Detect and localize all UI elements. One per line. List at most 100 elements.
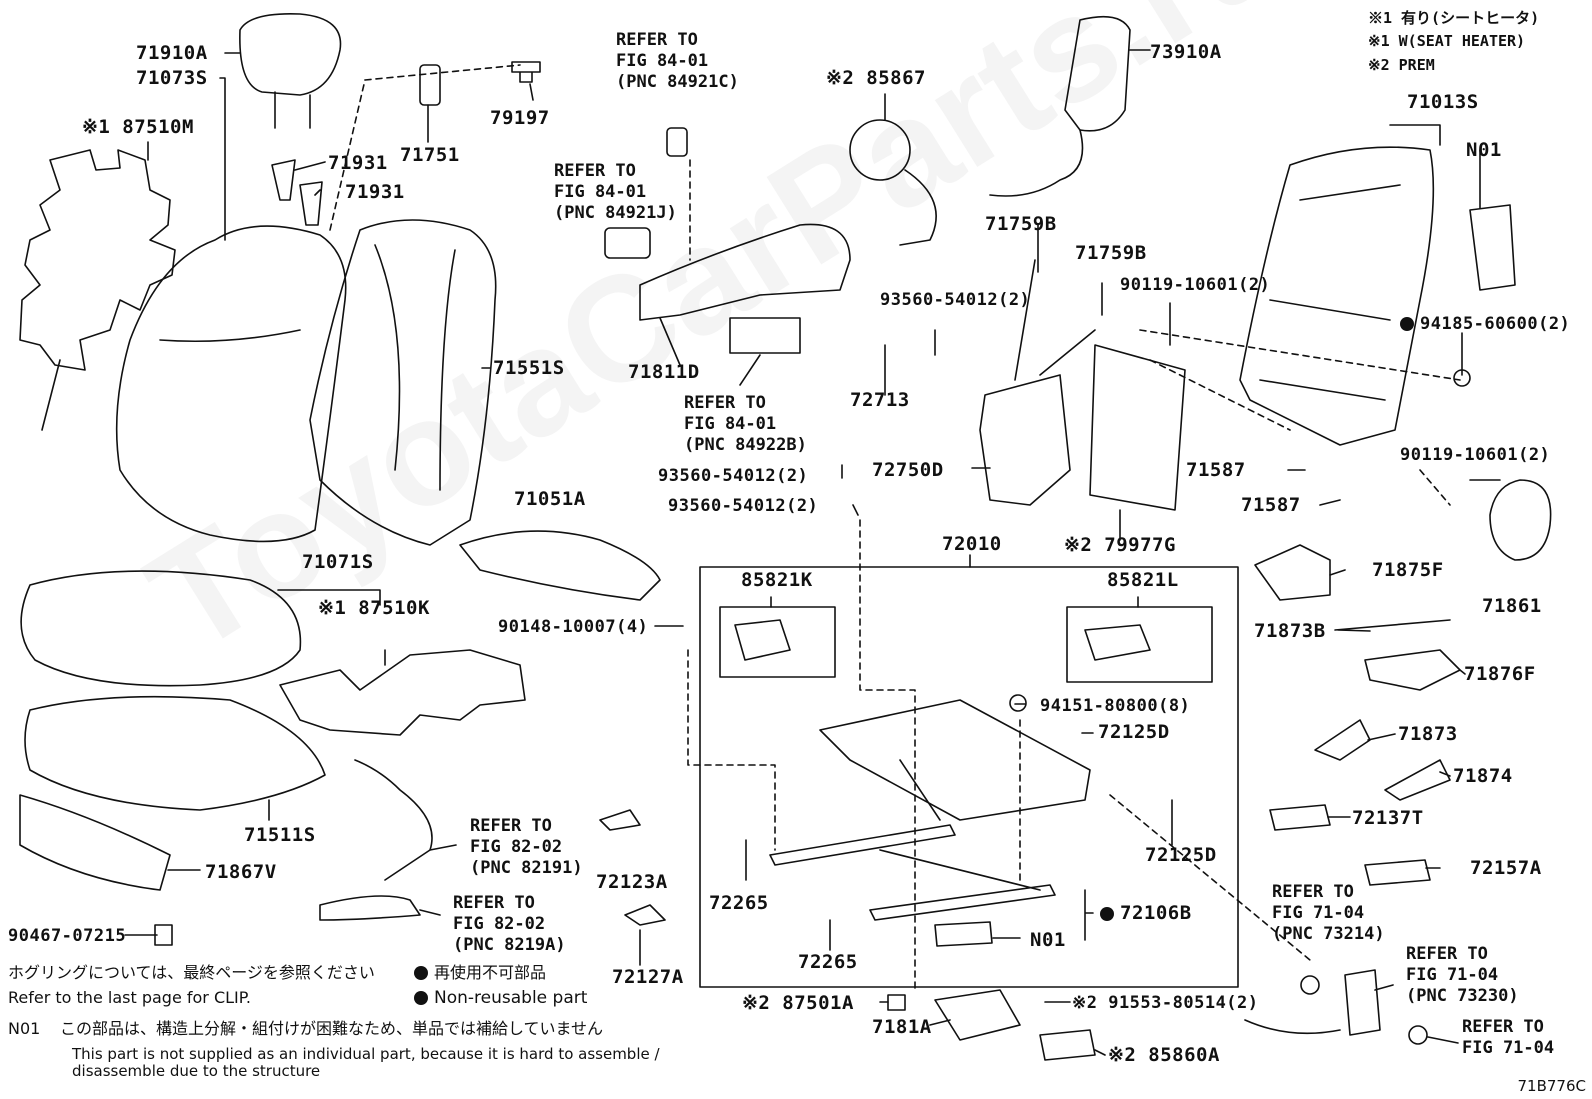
non-reusable-dot-icon: [414, 991, 428, 1005]
cover-72123a-drawing: [599, 809, 641, 831]
motor-85821k-drawing: [734, 619, 791, 661]
part-label-71751: 71751: [400, 144, 460, 166]
legend-line-1: ※1 有り(シートヒータ): [1368, 9, 1540, 27]
part-label-72123A: 72123A: [596, 871, 668, 893]
part-label-93560-b: 93560-54012(2): [658, 466, 809, 486]
seat-heater-mat-cushion-drawing: [279, 649, 526, 736]
harness-82191-drawing: [354, 759, 433, 881]
clip-71751-drawing: [419, 64, 441, 106]
part-label-N01-slide-motor: N01: [1030, 929, 1066, 951]
slide-motor-drawing: [934, 921, 993, 947]
part-label-79197: 79197: [490, 107, 550, 129]
trim-piece-drawing: [729, 317, 801, 354]
non-reusable-dot-icon: [1400, 317, 1414, 331]
part-label-85860A: ※2 85860A: [1108, 1044, 1220, 1066]
n01-note-english-1: This part is not supplied as an individu…: [72, 1045, 660, 1063]
part-label-71876F: 71876F: [1464, 663, 1536, 685]
part-label-71875F: 71875F: [1372, 559, 1444, 581]
part-label-71551S: 71551S: [493, 357, 565, 379]
clip-note-english: Refer to the last page for CLIP.: [8, 988, 251, 1007]
refer-to-73230: REFER TO FIG 71-04 (PNC 73230): [1406, 944, 1519, 1006]
pin-71931-b-drawing: [299, 181, 323, 226]
part-label-90148: 90148-10007(4): [498, 617, 649, 637]
part-label-71873B: 71873B: [1254, 620, 1326, 642]
part-label-71861: 71861: [1482, 595, 1542, 617]
nut-94185-drawing: [1453, 369, 1471, 387]
refer-to-73214: REFER TO FIG 71-04 (PNC 73214): [1272, 882, 1385, 944]
part-label-71051A: 71051A: [514, 488, 586, 510]
part-label-73910A: 73910A: [1150, 41, 1222, 63]
harness-8219a-drawing: [319, 895, 421, 921]
seat-rail-inner-drawing: [769, 824, 956, 866]
part-label-93560-c: 93560-54012(2): [668, 496, 819, 516]
part-label-72137T: 72137T: [1352, 807, 1424, 829]
part-label-90467: 90467-07215: [8, 926, 127, 946]
part-label-91553: ※2 91553-80514(2): [1072, 993, 1259, 1013]
part-label-72010: 72010: [942, 533, 1002, 555]
part-label-94185-text: 94185-60600(2): [1420, 314, 1571, 334]
part-label-85821L: 85821L: [1107, 569, 1179, 591]
refer-to-84921J: REFER TO FIG 84-01 (PNC 84921J): [554, 161, 677, 223]
part-label-87510K: ※1 87510K: [318, 597, 430, 619]
part-label-72106B-text: 72106B: [1120, 902, 1192, 924]
part-label-72125D-b: 72125D: [1145, 844, 1217, 866]
cover-87501a-drawing: [887, 994, 906, 1011]
part-label-72265-b: 72265: [798, 951, 858, 973]
part-label-90119-a: 90119-10601(2): [1120, 275, 1271, 295]
refer-to-8219A: REFER TO FIG 82-02 (PNC 8219A): [453, 893, 566, 955]
part-label-71811D: 71811D: [628, 361, 700, 383]
part-label-85867: ※2 85867: [826, 67, 926, 89]
part-label-71587-a: 71587: [1186, 459, 1246, 481]
motor-85821l-box: [1066, 606, 1213, 683]
speaker-85867-drawing: [849, 119, 911, 181]
part-label-85821K: 85821K: [741, 569, 813, 591]
part-label-87501A: ※2 87501A: [742, 992, 854, 1014]
switch-71875f-drawing: [1254, 544, 1331, 601]
part-label-90119-b: 90119-10601(2): [1400, 445, 1551, 465]
part-label-71873: 71873: [1398, 723, 1458, 745]
spring-assembly-drawing: [459, 530, 661, 601]
part-label-72106B: 72106B: [1100, 903, 1192, 923]
side-airbag-drawing: [1064, 15, 1131, 132]
part-label-93560-a: 93560-54012(2): [880, 290, 1031, 310]
motor-85821l-drawing: [1084, 624, 1151, 661]
n01-tag: N01: [8, 1019, 41, 1038]
side-shield-drawing: [639, 223, 851, 321]
bracket-71873-drawing: [1314, 719, 1371, 761]
cover-71876f-drawing: [1364, 649, 1461, 691]
seat-rail-outer-drawing: [869, 884, 1056, 921]
n01-note-english-2: disassemble due to the structure: [72, 1062, 321, 1080]
knob-84921c-drawing: [666, 127, 688, 157]
part-label-71931-a: 71931: [328, 152, 388, 174]
cable-71873b-drawing: [1334, 619, 1451, 631]
non-reusable-legend-japanese: 再使用不可部品: [414, 963, 546, 983]
legend-line-2: ※1 W(SEAT HEATER): [1368, 32, 1526, 50]
part-label-N01-motor: N01: [1466, 139, 1502, 161]
bolt-79197-drawing: [511, 61, 541, 83]
seatbelt-buckle-drawing: [1344, 969, 1381, 1036]
cushion-pad-drawing: [24, 695, 326, 811]
recline-motor-drawing: [1469, 204, 1516, 291]
non-reusable-dot-icon: [414, 966, 428, 980]
switch-7181a-drawing: [934, 989, 1021, 1041]
part-label-71759B-b: 71759B: [1075, 242, 1147, 264]
non-reusable-jp-text: 再使用不可部品: [434, 963, 547, 982]
bracket-71874-drawing: [1384, 759, 1451, 801]
part-label-7181A: 7181A: [872, 1016, 932, 1038]
part-label-71874: 71874: [1453, 765, 1513, 787]
n01-note-japanese: この部品は、構造上分解・組付けが困難なため、単品では補給していません: [60, 1019, 604, 1038]
refer-to-82191: REFER TO FIG 82-02 (PNC 82191): [470, 816, 583, 878]
part-label-72713: 72713: [850, 389, 910, 411]
part-label-79977G: ※2 79977G: [1064, 534, 1176, 556]
part-label-72125D-a: 72125D: [1098, 721, 1170, 743]
headrest-drawing: [239, 13, 342, 129]
bolt-90467-drawing: [154, 924, 173, 946]
lumbar-support-drawing: [979, 374, 1071, 506]
part-label-72127A: 72127A: [612, 966, 684, 988]
part-label-71071S: 71071S: [302, 551, 374, 573]
seatback-pad-drawing: [309, 219, 497, 546]
part-label-72157A: 72157A: [1470, 857, 1542, 879]
seatback-frame-drawing: [1239, 146, 1435, 446]
seatback-cover-drawing: [115, 225, 347, 543]
connector-85860a-drawing: [1039, 1029, 1096, 1061]
